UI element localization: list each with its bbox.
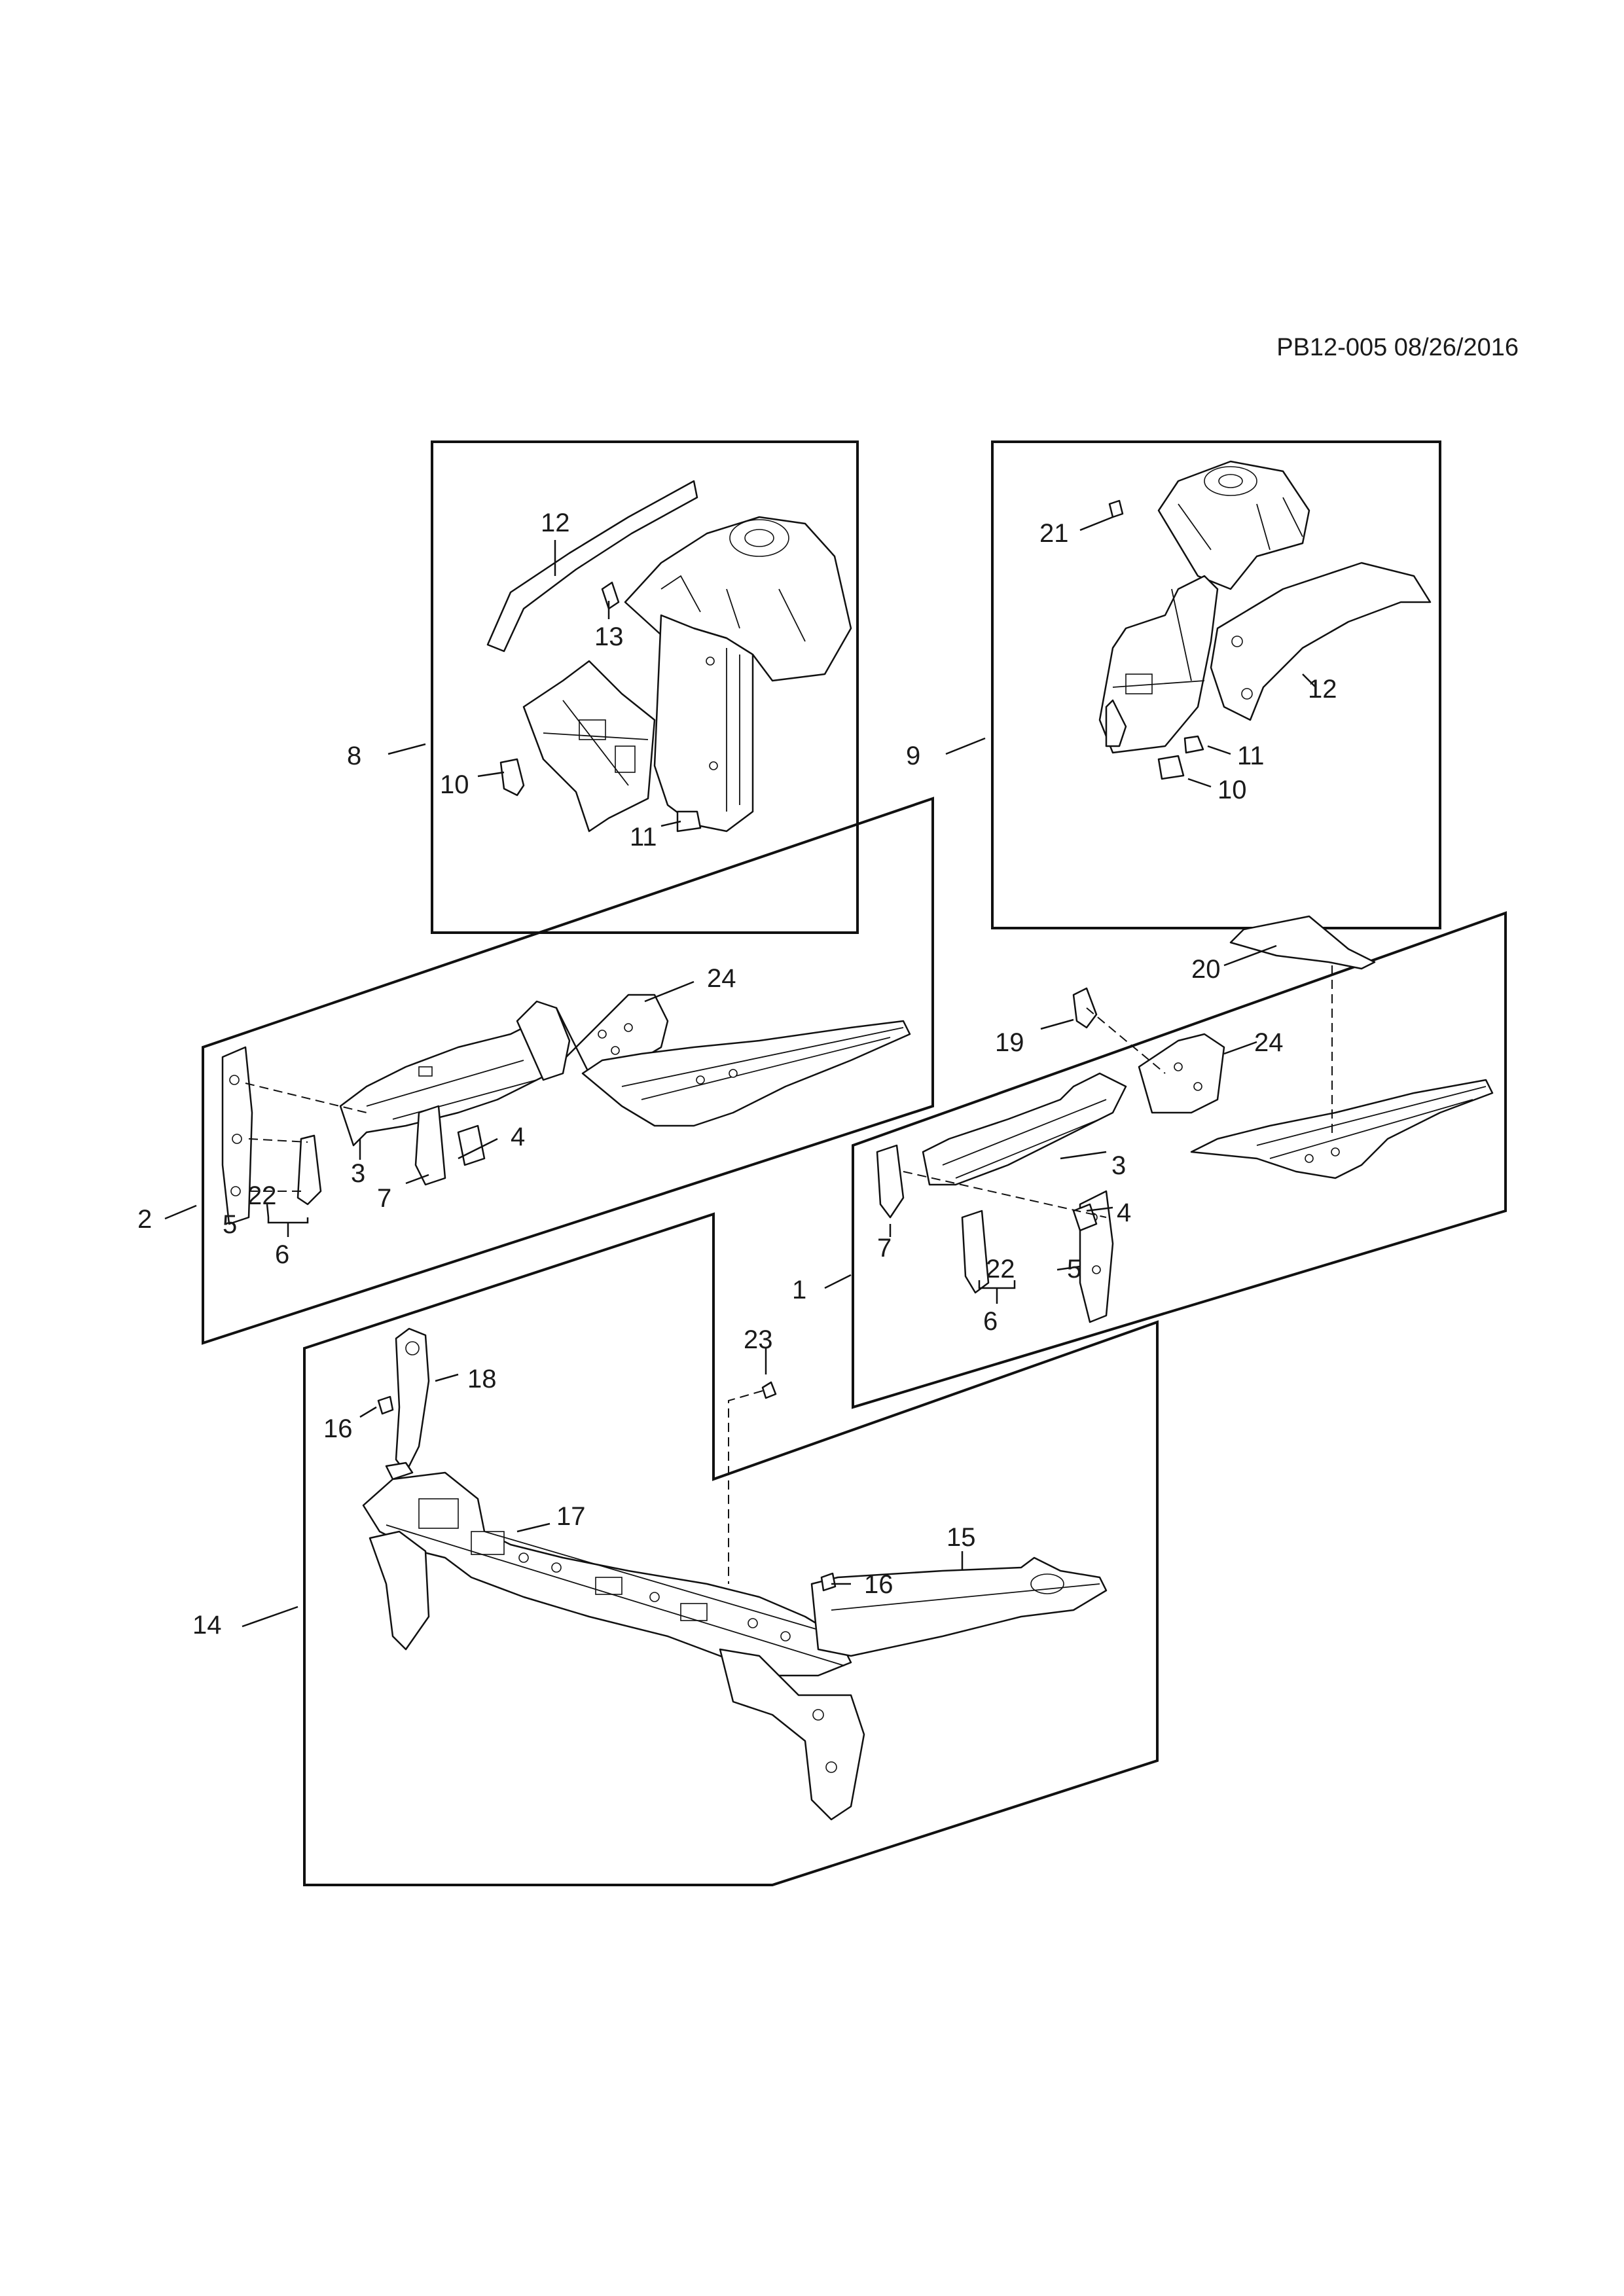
group-box-1: 20 19 24 3 4 7 22 5 6 1 — [792, 911, 1507, 1409]
group-box-8: 8 12 13 10 11 — [347, 440, 859, 934]
wheelhouse-right-assembly — [1098, 460, 1432, 780]
wheelhouse-left-assembly — [486, 480, 852, 833]
group-box-9: 21 12 11 10 9 — [906, 440, 1441, 929]
callout-11-right: 11 — [1237, 742, 1265, 770]
box-1-frame — [852, 911, 1507, 1409]
callout-16-right: 16 — [864, 1570, 893, 1599]
callout-23: 23 — [744, 1325, 773, 1354]
callout-22: 22 — [247, 1181, 277, 1210]
callout-6-right: 6 — [983, 1307, 998, 1336]
callout-1: 1 — [792, 1276, 806, 1304]
callout-16-left: 16 — [323, 1414, 353, 1443]
callout-3-right: 3 — [1111, 1151, 1126, 1180]
front-rail-left-assembly — [221, 994, 911, 1225]
callout-18: 18 — [467, 1365, 497, 1393]
callout-2: 2 — [137, 1205, 152, 1234]
callout-5: 5 — [223, 1210, 237, 1239]
callout-10: 10 — [440, 770, 469, 799]
crossmember-assembly — [362, 1327, 1108, 1821]
callout-12-right: 12 — [1308, 675, 1337, 704]
callout-5-right: 5 — [1067, 1255, 1081, 1283]
callout-20: 20 — [1191, 955, 1221, 984]
callout-7-right: 7 — [877, 1234, 892, 1263]
callout-15: 15 — [947, 1523, 976, 1552]
callout-9: 9 — [906, 742, 920, 770]
callout-14: 14 — [192, 1611, 222, 1640]
callout-24-right: 24 — [1254, 1028, 1284, 1057]
box-9-frame — [991, 440, 1441, 929]
callout-12: 12 — [541, 509, 570, 537]
callout-4-right: 4 — [1117, 1198, 1131, 1227]
callout-6: 6 — [275, 1240, 289, 1269]
callout-21: 21 — [1039, 519, 1069, 548]
group-box-14: 18 16 17 23 16 15 14 — [192, 1212, 1159, 1886]
callout-3: 3 — [351, 1159, 365, 1188]
callout-24: 24 — [707, 964, 736, 993]
callout-7: 7 — [377, 1184, 391, 1213]
front-rail-right-assembly — [876, 915, 1494, 1323]
callout-4: 4 — [511, 1122, 525, 1151]
box-14-frame — [303, 1212, 1159, 1886]
callout-13: 13 — [594, 622, 624, 651]
diagram-code-date: PB12-005 08/26/2016 — [1276, 334, 1519, 361]
callout-17: 17 — [556, 1502, 586, 1531]
box-8-frame — [431, 440, 859, 934]
callout-19: 19 — [995, 1028, 1024, 1057]
callout-22-right: 22 — [986, 1255, 1015, 1283]
callout-8: 8 — [347, 742, 361, 770]
box-2-frame — [202, 797, 934, 1345]
callout-11: 11 — [630, 823, 657, 852]
callout-10-right: 10 — [1218, 776, 1247, 804]
group-box-2: 24 4 3 7 5 22 6 2 — [137, 797, 934, 1345]
